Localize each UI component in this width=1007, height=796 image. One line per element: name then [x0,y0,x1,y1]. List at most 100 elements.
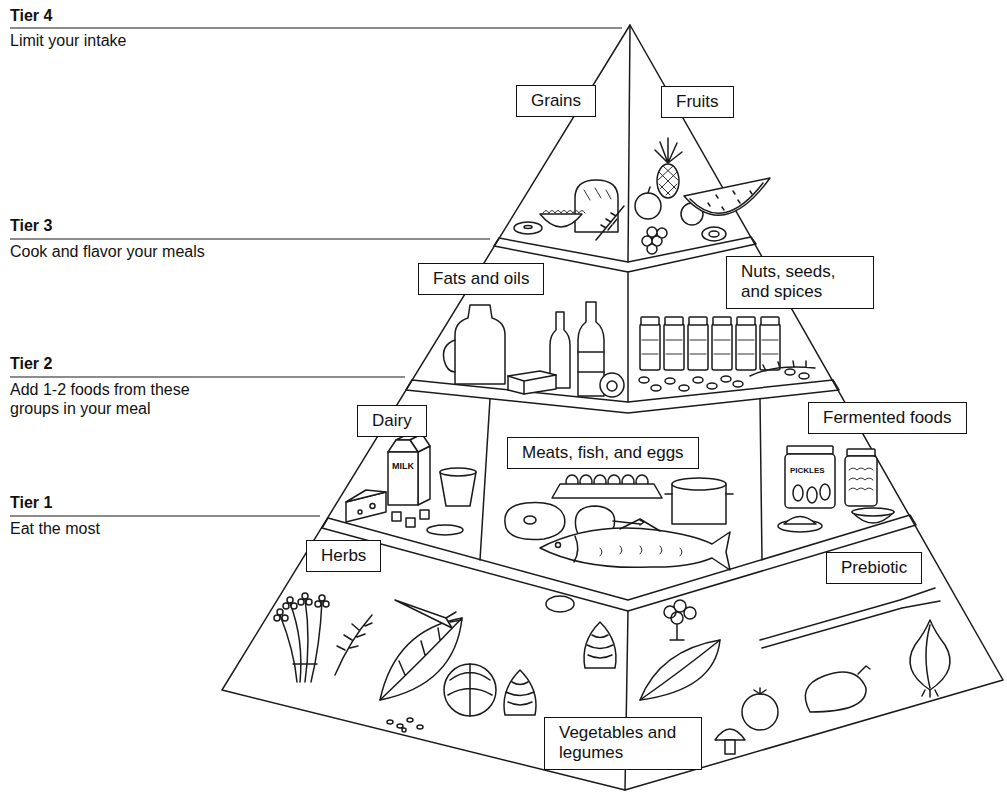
fish-gill [574,519,660,562]
food-group-label: Grains [531,91,581,111]
bagel-hole [524,226,532,229]
spice-jar-lid [641,317,659,325]
spice-jar [736,324,756,370]
food-group-box: Grains [516,85,596,117]
tier-note: Add 1-2 foods from these groups in your … [10,380,225,418]
spice-jar [688,324,708,370]
cabbage-leaves [448,664,492,716]
onion [910,620,950,690]
wheat-stalk [596,206,624,240]
bottle-label [578,352,604,372]
artichoke [584,622,616,668]
food-group-box: Dairy [357,405,427,437]
fish [540,528,730,570]
spice-jar-lid [689,317,707,325]
jug-handle [443,340,455,372]
kraut [849,468,873,490]
potato [546,596,574,612]
avocado [600,373,624,397]
eggplant-cap [858,666,870,674]
package-text: MILK [391,462,415,472]
food-group-box: Herbs [306,540,381,572]
milk-carton-roof [388,440,418,452]
tomato [742,694,778,730]
carrot [395,600,452,628]
fish-eye [556,543,561,548]
grain-pile [543,211,585,214]
steak-bone [524,516,536,524]
food-group-label: Fruits [676,92,719,112]
food-group-box: Vegetables and legumes [544,717,702,770]
food-group-box: Fermented foods [808,402,967,434]
grapes [642,227,667,254]
pickles [793,484,830,503]
tier-rule [10,515,320,516]
herb-stems [280,599,322,682]
food-group-label: Nuts, seeds, and spices [741,262,859,303]
butter-edge [508,375,556,394]
tier-note: Cook and flavor your meals [10,242,205,261]
broccoli [664,600,696,624]
artichoke-scales [587,635,613,658]
pineapple-leaves [655,138,682,163]
cabbage [444,664,496,716]
leek [760,588,940,648]
avocado-pit [607,381,617,391]
mushroom-stem [725,740,735,754]
herb-sprig [750,361,815,376]
food-group-label: Fats and oils [433,269,529,289]
leaf-rib [640,640,720,700]
apple-stem [648,187,650,193]
tier-heading: Tier 4 [10,6,52,25]
pineapple-pattern [658,166,678,195]
food-group-label: Herbs [321,546,366,566]
tier-heading: Tier 2 [10,354,52,373]
spice-jar [664,324,684,370]
milk-carton [388,452,418,505]
bread-loaf [575,180,618,232]
spice-labels [642,340,778,354]
spice-jar-lid [713,317,731,325]
spice-jar-lid [665,317,683,325]
watermelon-seeds [708,191,752,210]
artichoke-scales [506,682,534,705]
spice-jar-lid [737,317,755,325]
butter-dish [427,525,463,535]
pickle-jar-lid [787,446,833,454]
steak [505,503,565,540]
tier-rule [10,376,405,377]
food-group-label: Prebiotic [841,558,907,578]
tier-note: Limit your intake [10,31,127,50]
yogurt-rim [440,468,476,476]
lentils [387,718,423,732]
food-group-label: Fermented foods [823,408,952,428]
food-group-label: Meats, fish, and eggs [522,443,684,463]
spice-jar [640,324,660,370]
egg-carton [552,484,662,498]
spice-jar-lid [761,317,779,325]
watermelon-rind [690,183,763,213]
fish-scales [600,546,682,556]
pineapple [657,164,679,198]
kraut-jar-lid [847,449,875,456]
food-group-box: Nuts, seeds, and spices [726,256,874,309]
grain-bowl [540,214,582,227]
leafy-green [640,640,720,700]
herb-tie [293,663,317,665]
bowl-rim [852,508,894,516]
onion-roots [922,625,938,697]
artichoke [504,670,536,715]
kiwi-core [709,231,719,237]
dill [335,615,372,675]
butter-block [508,371,556,394]
bread-score [584,188,611,200]
nuts [639,369,809,391]
food-group-box: Fruits [661,86,734,118]
milk-carton-side [418,446,430,505]
food-group-box: Meats, fish, and eggs [507,437,699,469]
food-group-label: Dairy [372,411,412,431]
apple [635,193,661,219]
jug [455,305,505,384]
spice-jar [760,324,780,370]
